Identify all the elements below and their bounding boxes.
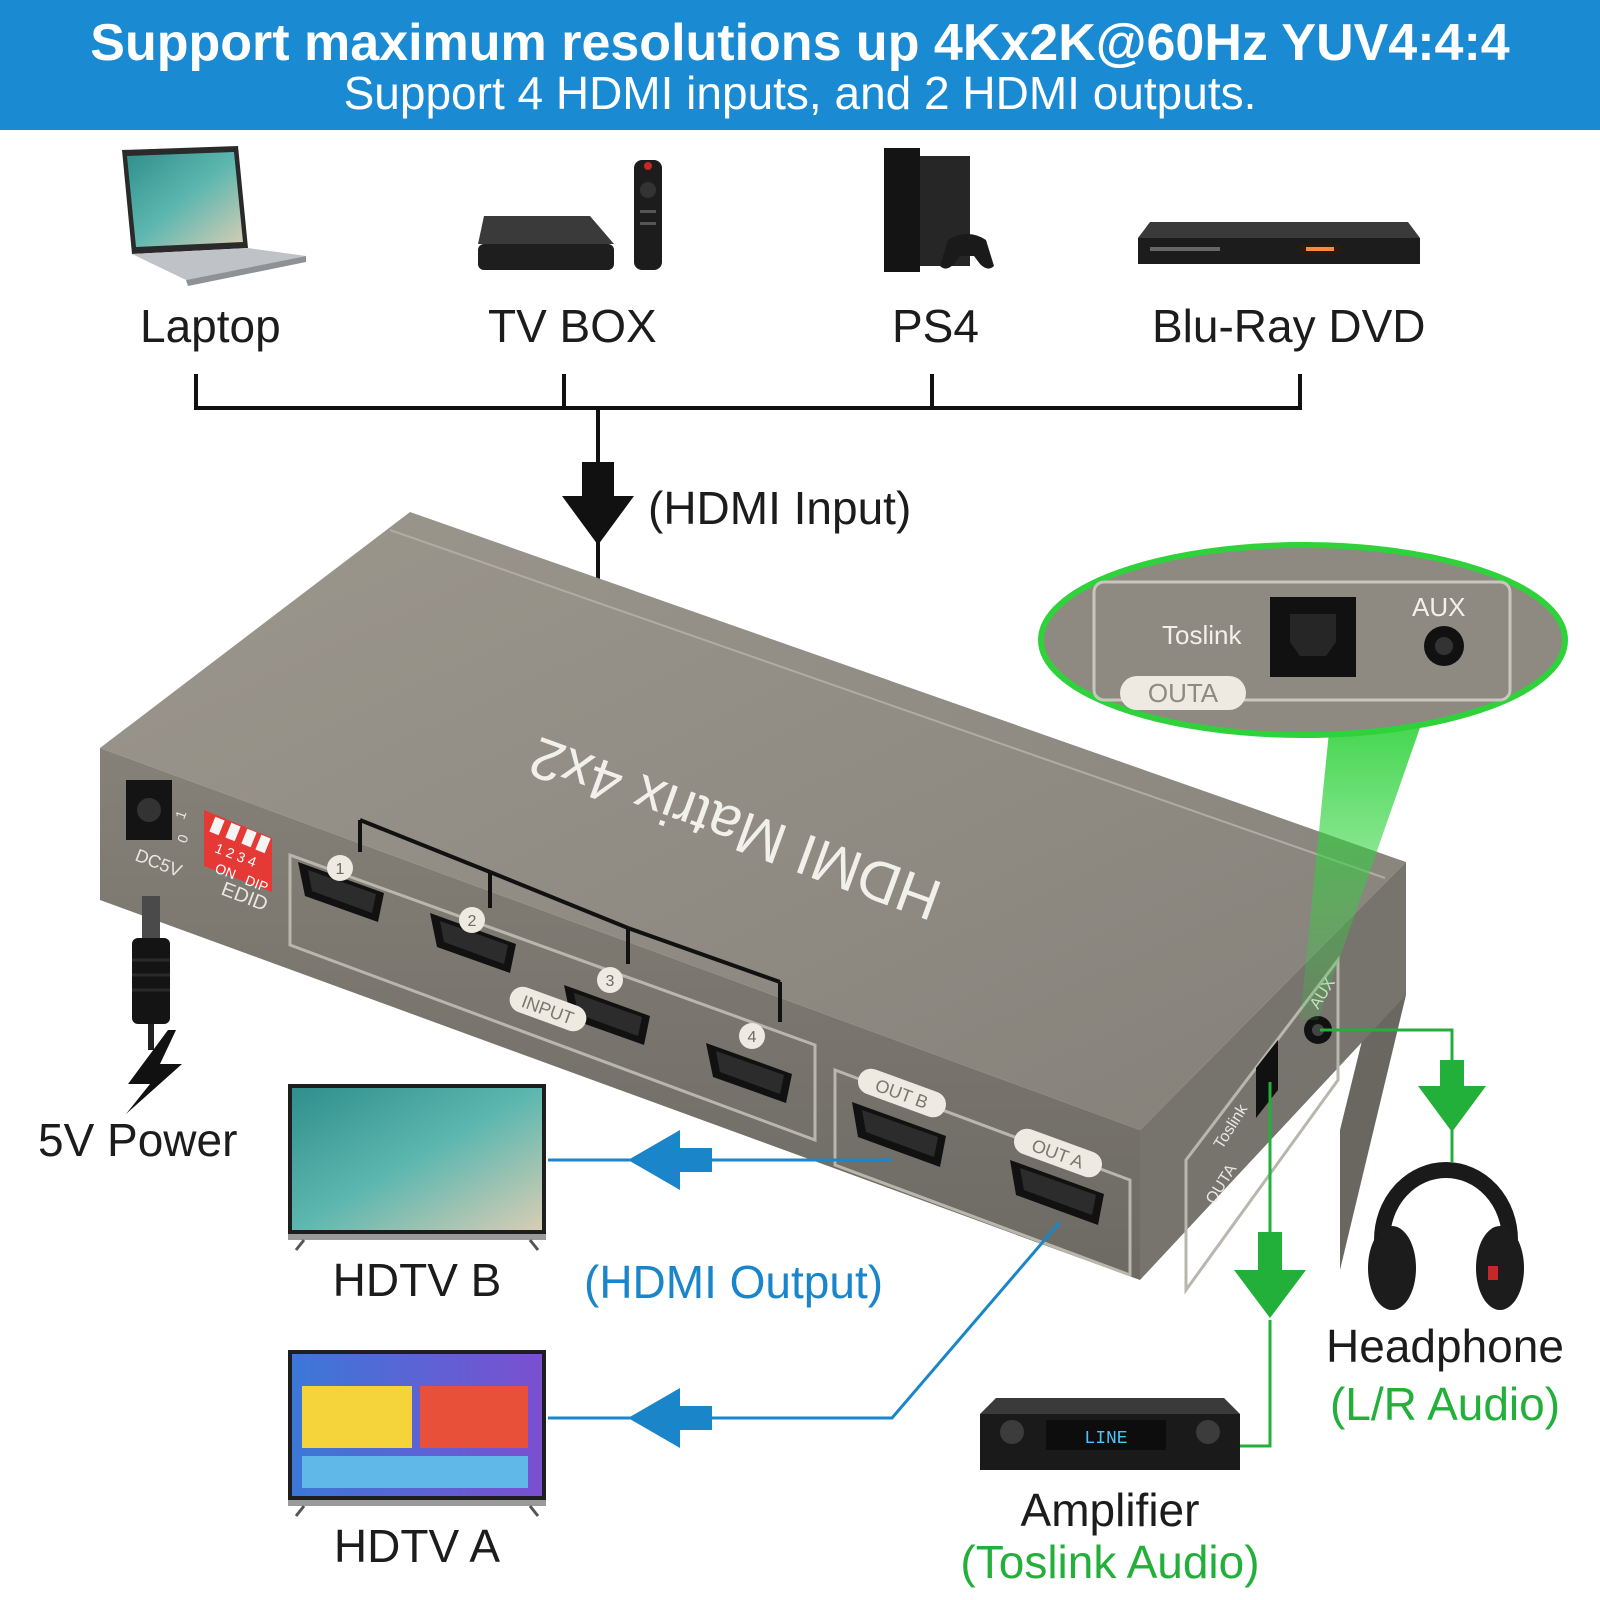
lightning-bolt-icon bbox=[126, 1030, 182, 1114]
source-label-ps4: PS4 bbox=[892, 300, 979, 352]
port-bracket bbox=[358, 818, 782, 1022]
amplifier-icon bbox=[980, 1398, 1240, 1470]
amplifier-display-text: LINE bbox=[1084, 1429, 1127, 1449]
hdmi-input-arrow bbox=[562, 462, 634, 545]
hdtv-b-label: HDTV B bbox=[332, 1254, 502, 1306]
zoom-toslink-label: Toslink bbox=[1162, 620, 1242, 650]
laptop-icon bbox=[122, 146, 306, 286]
power-plug-icon bbox=[132, 896, 170, 1050]
hdmi-out-b-port[interactable] bbox=[852, 1102, 946, 1167]
hdmi-input-port-3[interactable] bbox=[564, 985, 650, 1045]
port-number-1: 1 bbox=[336, 861, 345, 878]
power-label: 5V Power bbox=[38, 1114, 238, 1166]
zoom-toslink-port bbox=[1270, 597, 1356, 677]
hdtv-a-icon bbox=[288, 1350, 546, 1517]
hdmi-output-arrow-b bbox=[628, 1130, 712, 1190]
amplifier-arrow bbox=[1234, 1232, 1306, 1318]
amplifier-sub-label: (Toslink Audio) bbox=[960, 1536, 1260, 1588]
zoom-aux-label: AUX bbox=[1412, 592, 1465, 622]
headphone-sub-label: (L/R Audio) bbox=[1329, 1378, 1561, 1430]
hdmi-output-arrow-a bbox=[628, 1388, 712, 1448]
zoom-aux-jack bbox=[1424, 626, 1464, 666]
zoom-outa-label: OUTA bbox=[1148, 678, 1219, 708]
port-number-2: 2 bbox=[468, 913, 477, 930]
side-toslink-port[interactable] bbox=[1256, 1040, 1278, 1118]
hdtv-a-label: HDTV A bbox=[333, 1520, 501, 1572]
headphone-arrow bbox=[1418, 1060, 1486, 1132]
dip-on-label: ON bbox=[213, 860, 238, 882]
port-number-3: 3 bbox=[606, 973, 615, 990]
hdtv-b-icon bbox=[288, 1084, 546, 1251]
blu-ray-player-icon bbox=[1138, 222, 1420, 264]
hdmi-out-a-port[interactable] bbox=[1010, 1160, 1104, 1225]
dip-label: DIP bbox=[243, 872, 271, 895]
source-label-tv-box: TV BOX bbox=[488, 300, 657, 352]
zoom-beam bbox=[1300, 722, 1422, 1020]
headphone-label: Headphone bbox=[1326, 1320, 1564, 1372]
port-number-4: 4 bbox=[748, 1029, 757, 1046]
dip-switch[interactable] bbox=[204, 810, 272, 892]
hdmi-input-port-1[interactable] bbox=[298, 862, 384, 922]
hdmi-input-port-2[interactable] bbox=[430, 913, 516, 973]
side-aux-jack[interactable] bbox=[1304, 1016, 1332, 1044]
hdmi-output-label: (HDMI Output) bbox=[584, 1256, 884, 1308]
tv-box-icon bbox=[478, 160, 662, 270]
amplifier-label: Amplifier bbox=[1020, 1484, 1200, 1536]
hdmi-input-port-4[interactable] bbox=[706, 1043, 792, 1103]
banner-title: Support maximum resolutions up 4Kx2K@60H… bbox=[90, 14, 1510, 72]
banner-subtitle: Support 4 HDMI inputs, and 2 HDMI output… bbox=[343, 67, 1257, 119]
hdmi-input-label: (HDMI Input) bbox=[648, 482, 912, 534]
ps4-console-icon bbox=[884, 148, 994, 272]
dc-jack bbox=[126, 780, 172, 840]
source-label-blu-ray-dvd: Blu-Ray DVD bbox=[1152, 300, 1426, 352]
source-label-laptop: Laptop bbox=[140, 300, 281, 352]
headphone-icon bbox=[1368, 1162, 1524, 1310]
banner: Support maximum resolutions up 4Kx2K@60H… bbox=[0, 0, 1600, 130]
